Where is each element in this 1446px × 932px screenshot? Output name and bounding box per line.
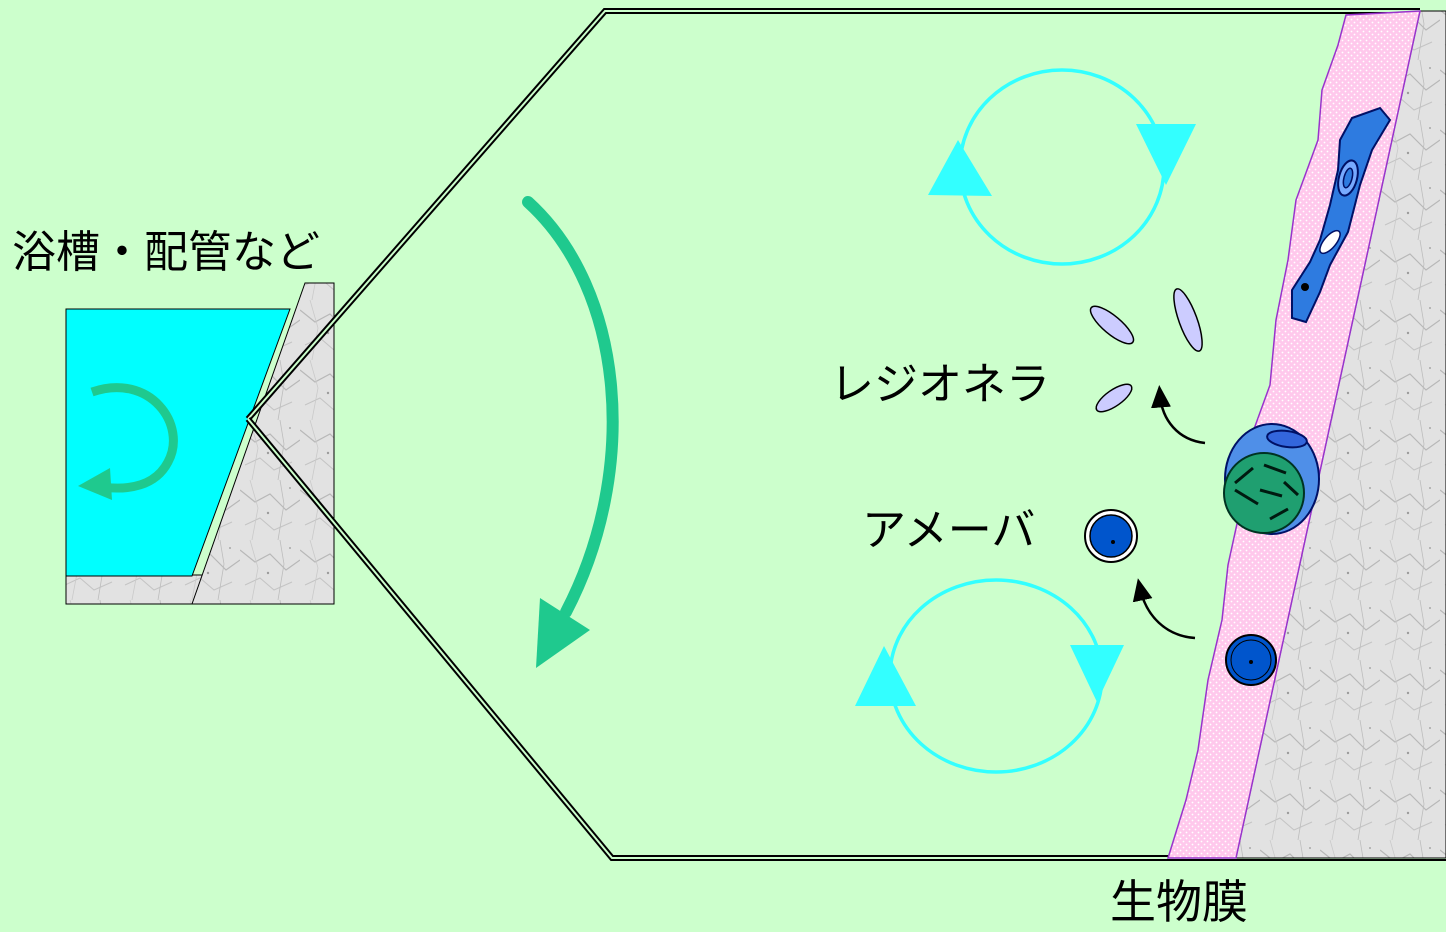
- circulation-icon: [855, 578, 1124, 774]
- tank-inset: [65, 282, 335, 605]
- cyst-icon: [1223, 423, 1320, 535]
- label-amoeba: アメーバ: [862, 505, 1036, 556]
- amoeba-icon: [1084, 509, 1138, 563]
- swirl-arrow-icon: [78, 383, 178, 500]
- flow-arrow-icon: [522, 196, 619, 668]
- release-arrow-icon: [1132, 385, 1206, 640]
- label-source: 浴槽・配管など: [12, 227, 320, 278]
- circulation-icon: [928, 68, 1196, 266]
- label-legionella: レジオネラ: [830, 359, 1050, 410]
- legionella-icon: [1089, 288, 1203, 413]
- amoeba-icon: [1291, 106, 1392, 324]
- amoeba-icon: [1225, 634, 1277, 686]
- label-biofilm: 生物膜: [1110, 875, 1248, 929]
